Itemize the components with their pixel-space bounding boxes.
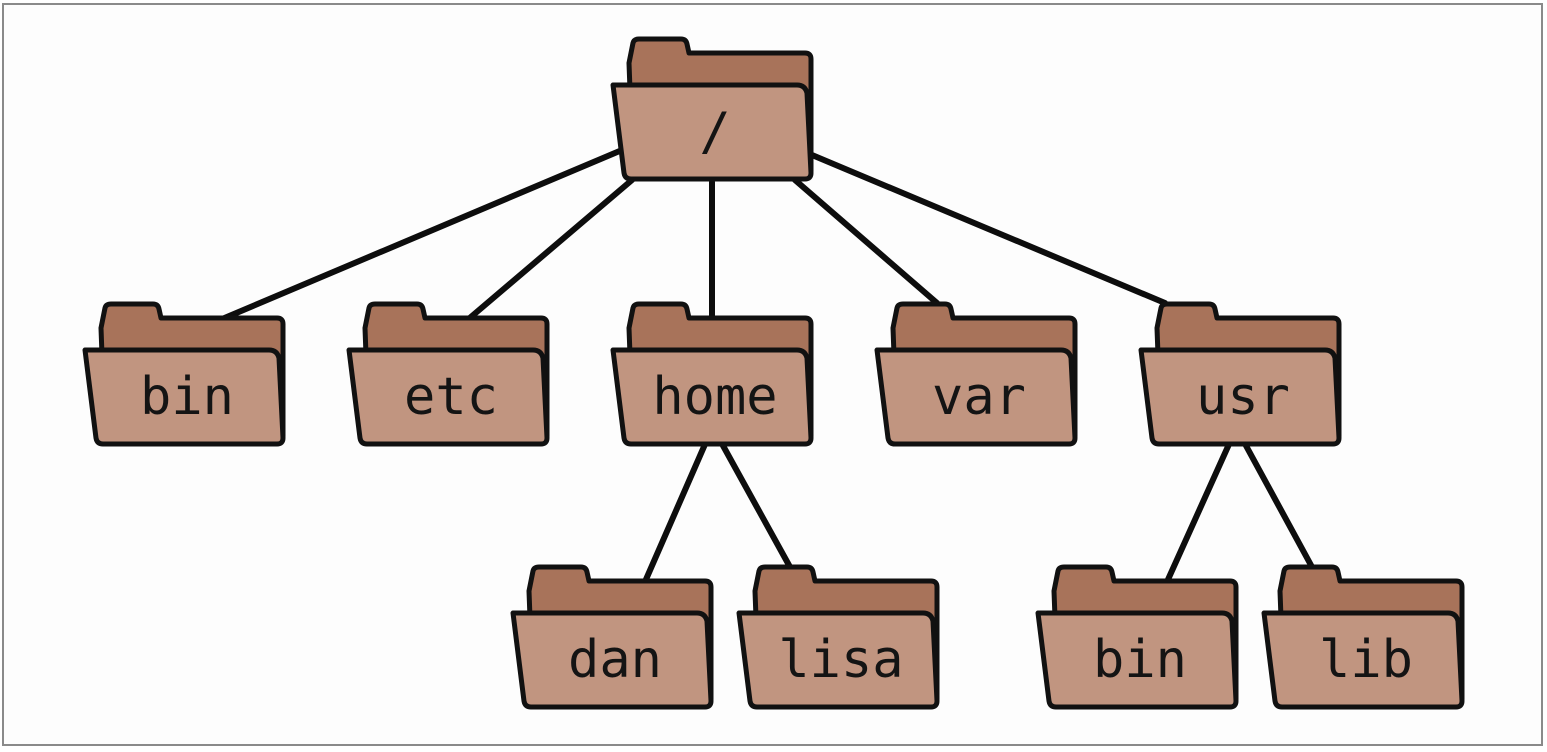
edge-root-var bbox=[792, 177, 940, 306]
folder-label-etc: etc bbox=[404, 367, 498, 427]
edge-usr-lib bbox=[1241, 439, 1315, 570]
folder-label-usr-bin: bin bbox=[1093, 630, 1187, 690]
folder-bin[interactable]: bin bbox=[82, 301, 286, 447]
folder-usr-bin[interactable]: bin bbox=[1035, 564, 1239, 710]
folder-usr[interactable]: usr bbox=[1138, 301, 1342, 447]
folder-label-bin: bin bbox=[140, 367, 234, 427]
folder-label-var: var bbox=[932, 367, 1026, 427]
edge-usr-bin bbox=[1163, 439, 1233, 587]
folder-lisa[interactable]: lisa bbox=[736, 564, 940, 710]
edge-root-etc bbox=[462, 177, 635, 325]
folder-home[interactable]: home bbox=[610, 301, 814, 447]
folder-front-shape bbox=[346, 347, 550, 447]
folder-var[interactable]: var bbox=[874, 301, 1078, 447]
edge-root-bin bbox=[212, 147, 625, 325]
folder-label-home: home bbox=[652, 367, 777, 427]
folder-root[interactable]: / bbox=[610, 36, 814, 182]
edge-home-lisa bbox=[718, 439, 793, 570]
folder-dan[interactable]: dan bbox=[510, 564, 714, 710]
folder-front-shape bbox=[82, 347, 286, 447]
folder-label-lisa: lisa bbox=[778, 630, 903, 690]
edge-root-usr bbox=[809, 152, 1168, 306]
folder-front-shape bbox=[1035, 610, 1239, 710]
folder-front-shape bbox=[510, 610, 714, 710]
folder-front-shape bbox=[874, 347, 1078, 447]
folder-label-usr: usr bbox=[1196, 367, 1290, 427]
folder-front-shape bbox=[610, 82, 814, 182]
folder-label-usr-lib: lib bbox=[1319, 630, 1413, 690]
folder-front-shape bbox=[1261, 610, 1465, 710]
folder-etc[interactable]: etc bbox=[346, 301, 550, 447]
folder-front-shape bbox=[610, 347, 814, 447]
folder-front-shape bbox=[736, 610, 940, 710]
folder-label-dan: dan bbox=[568, 630, 662, 690]
folder-usr-lib[interactable]: lib bbox=[1261, 564, 1465, 710]
folder-label-root: / bbox=[699, 102, 730, 162]
folder-front-shape bbox=[1138, 347, 1342, 447]
tree-edges bbox=[212, 147, 1315, 587]
tree-folders: / bin etc home var usr dan lisa bin lib bbox=[82, 36, 1465, 710]
edge-home-dan bbox=[641, 439, 709, 587]
